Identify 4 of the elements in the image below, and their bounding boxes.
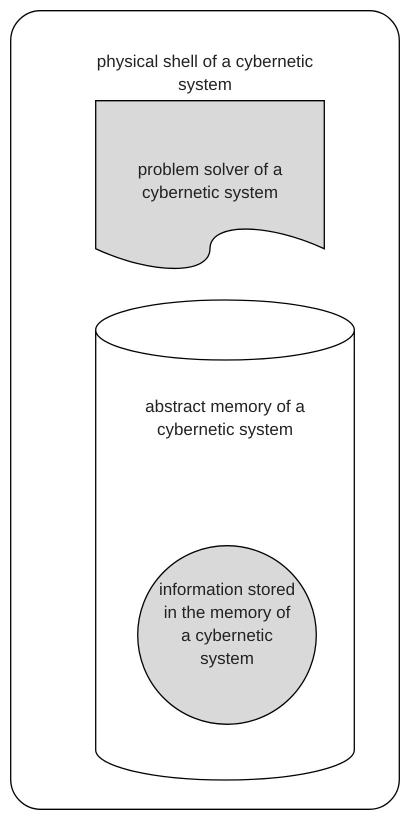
document-label: problem solver of a cybernetic system	[136, 159, 284, 204]
circle-label: information stored in the memory of a cybernetic system	[158, 579, 296, 670]
cylinder-label: abstract memory of a cybernetic system	[144, 396, 306, 441]
container-title: physical shell of a cybernetic system	[96, 51, 314, 96]
